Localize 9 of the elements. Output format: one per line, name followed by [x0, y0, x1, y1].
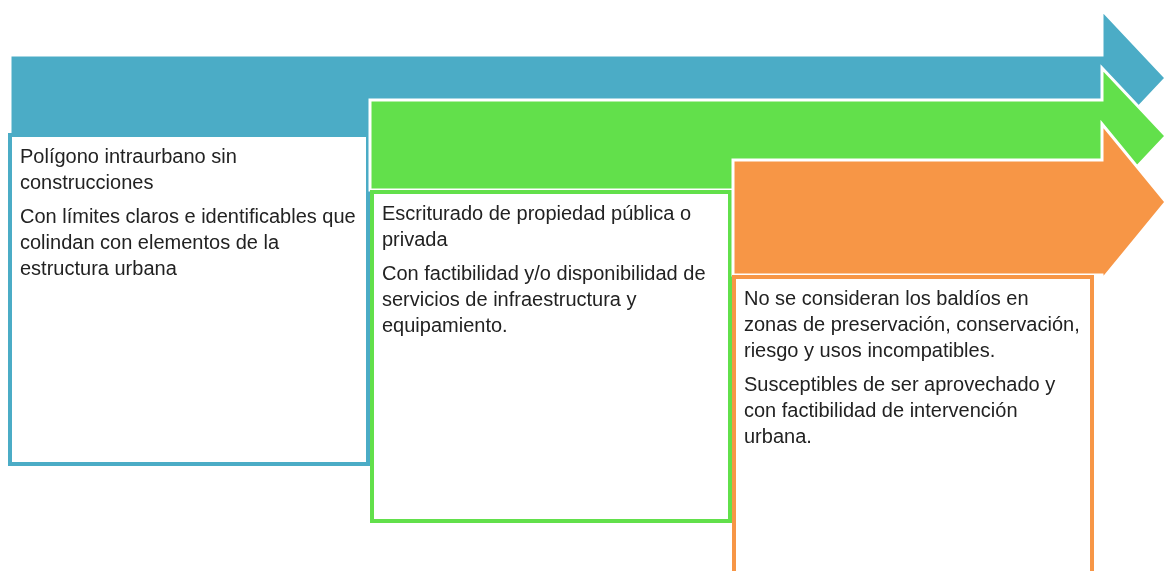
- text-box: [370, 190, 732, 523]
- box-text: Polígono intraurbano sin construcciones: [20, 144, 238, 195]
- text-box: [732, 275, 1094, 571]
- box-text: Susceptibles de ser aprovechado y con factibilidad de intervención urbana.: [744, 372, 1057, 449]
- box-text: Escriturado de propiedad pública o privada: [382, 201, 693, 252]
- box-text: Con factibilidad y/o disponibilidad de servicios de infraestructura y equipamiento.: [382, 261, 707, 338]
- box-text: Con límites claros e identificables que colindan con elementos de la estructura urbana: [20, 204, 357, 281]
- box-text: No se consideran los baldíos en zonas de preservación, conservación, riesgo y usos incompatibles.: [744, 286, 1081, 363]
- text-box: [8, 133, 370, 466]
